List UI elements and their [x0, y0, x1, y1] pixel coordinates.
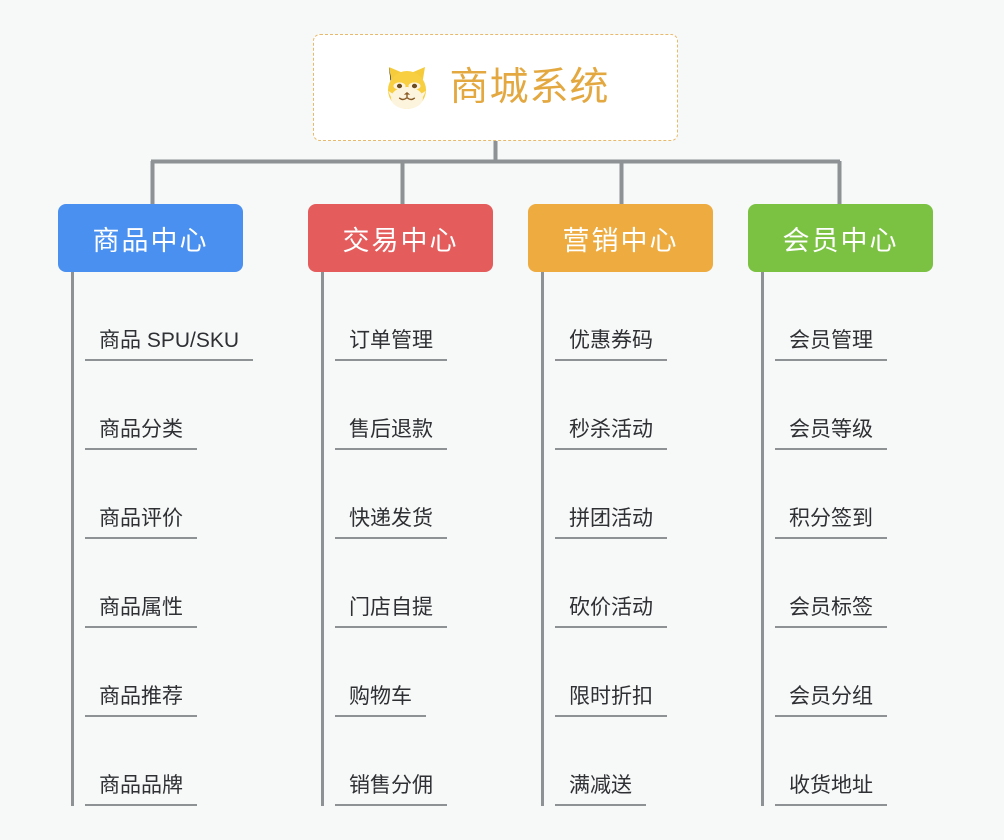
category-label: 商品中心	[92, 225, 209, 256]
category-box-3[interactable]: 会员中心	[748, 204, 933, 272]
leaf-item[interactable]: 售后退款	[321, 361, 528, 450]
leaf-item-label: 会员等级	[775, 417, 887, 450]
leaf-item[interactable]: 会员分组	[761, 628, 968, 717]
category-label: 交易中心	[342, 225, 459, 256]
leaf-list-2: 优惠券码秒杀活动拼团活动砍价活动限时折扣满减送	[528, 272, 748, 806]
leaf-item[interactable]: 积分签到	[761, 450, 968, 539]
root-title: 商城系统	[449, 66, 610, 109]
leaf-item-label: 优惠券码	[555, 328, 667, 361]
leaf-item[interactable]: 会员管理	[761, 272, 968, 361]
leaf-item[interactable]: 商品属性	[71, 539, 308, 628]
leaf-item-label: 会员管理	[775, 328, 887, 361]
leaf-item-label: 门店自提	[335, 595, 447, 628]
leaf-item-label: 商品属性	[85, 595, 197, 628]
branch-column-2: 营销中心优惠券码秒杀活动拼团活动砍价活动限时折扣满减送	[528, 204, 748, 806]
leaf-item[interactable]: 商品推荐	[71, 628, 308, 717]
category-box-0[interactable]: 商品中心	[58, 204, 243, 272]
category-label: 会员中心	[782, 225, 899, 256]
leaf-item-label: 商品 SPU/SKU	[85, 328, 254, 361]
leaf-item-label: 满减送	[555, 773, 646, 806]
leaf-item[interactable]: 限时折扣	[541, 628, 748, 717]
leaf-item-label: 购物车	[335, 684, 426, 717]
leaf-item[interactable]: 商品评价	[71, 450, 308, 539]
root-node[interactable]: 商城系统	[313, 34, 678, 141]
column-spine	[321, 272, 324, 806]
leaf-item[interactable]: 快递发货	[321, 450, 528, 539]
leaf-item-label: 商品分类	[85, 417, 197, 450]
leaf-item-label: 会员标签	[775, 595, 887, 628]
leaf-item[interactable]: 秒杀活动	[541, 361, 748, 450]
column-spine	[761, 272, 764, 806]
leaf-item[interactable]: 商品品牌	[71, 717, 308, 806]
leaf-item-label: 订单管理	[335, 328, 447, 361]
leaf-item[interactable]: 订单管理	[321, 272, 528, 361]
leaf-item[interactable]: 商品分类	[71, 361, 308, 450]
branch-column-0: 商品中心商品 SPU/SKU 商品分类商品评价商品属性商品推荐商品品牌	[58, 204, 308, 806]
leaf-item[interactable]: 购物车	[321, 628, 528, 717]
leaf-item-label: 拼团活动	[555, 506, 667, 539]
leaf-item[interactable]: 商品 SPU/SKU	[71, 272, 308, 361]
column-spine	[541, 272, 544, 806]
category-label: 营销中心	[562, 225, 679, 256]
leaf-item[interactable]: 门店自提	[321, 539, 528, 628]
branch-column-1: 交易中心订单管理售后退款快递发货门店自提购物车销售分佣	[308, 204, 528, 806]
leaf-item[interactable]: 满减送	[541, 717, 748, 806]
leaf-item-label: 销售分佣	[335, 773, 447, 806]
leaf-item-label: 快递发货	[335, 506, 447, 539]
shiba-dog-icon	[388, 66, 427, 109]
leaf-item-label: 积分签到	[775, 506, 887, 539]
leaf-item-label: 砍价活动	[555, 595, 667, 628]
leaf-item-label: 会员分组	[775, 684, 887, 717]
leaf-item-label: 商品评价	[85, 506, 197, 539]
leaf-item[interactable]: 收货地址	[761, 717, 968, 806]
leaf-list-3: 会员管理会员等级积分签到会员标签会员分组收货地址	[748, 272, 968, 806]
leaf-item-label: 限时折扣	[555, 684, 667, 717]
leaf-item-label: 商品推荐	[85, 684, 197, 717]
leaf-item[interactable]: 拼团活动	[541, 450, 748, 539]
column-spine	[71, 272, 74, 806]
category-box-1[interactable]: 交易中心	[308, 204, 493, 272]
leaf-item[interactable]: 会员标签	[761, 539, 968, 628]
leaf-list-1: 订单管理售后退款快递发货门店自提购物车销售分佣	[308, 272, 528, 806]
leaf-item-label: 商品品牌	[85, 773, 197, 806]
leaf-item[interactable]: 会员等级	[761, 361, 968, 450]
leaf-item-label: 秒杀活动	[555, 417, 667, 450]
leaf-item[interactable]: 销售分佣	[321, 717, 528, 806]
branch-column-3: 会员中心会员管理会员等级积分签到会员标签会员分组收货地址	[748, 204, 968, 806]
leaf-item[interactable]: 砍价活动	[541, 539, 748, 628]
leaf-item[interactable]: 优惠券码	[541, 272, 748, 361]
category-box-2[interactable]: 营销中心	[528, 204, 713, 272]
leaf-list-0: 商品 SPU/SKU 商品分类商品评价商品属性商品推荐商品品牌	[58, 272, 308, 806]
leaf-item-label: 收货地址	[775, 773, 887, 806]
leaf-item-label: 售后退款	[335, 417, 447, 450]
